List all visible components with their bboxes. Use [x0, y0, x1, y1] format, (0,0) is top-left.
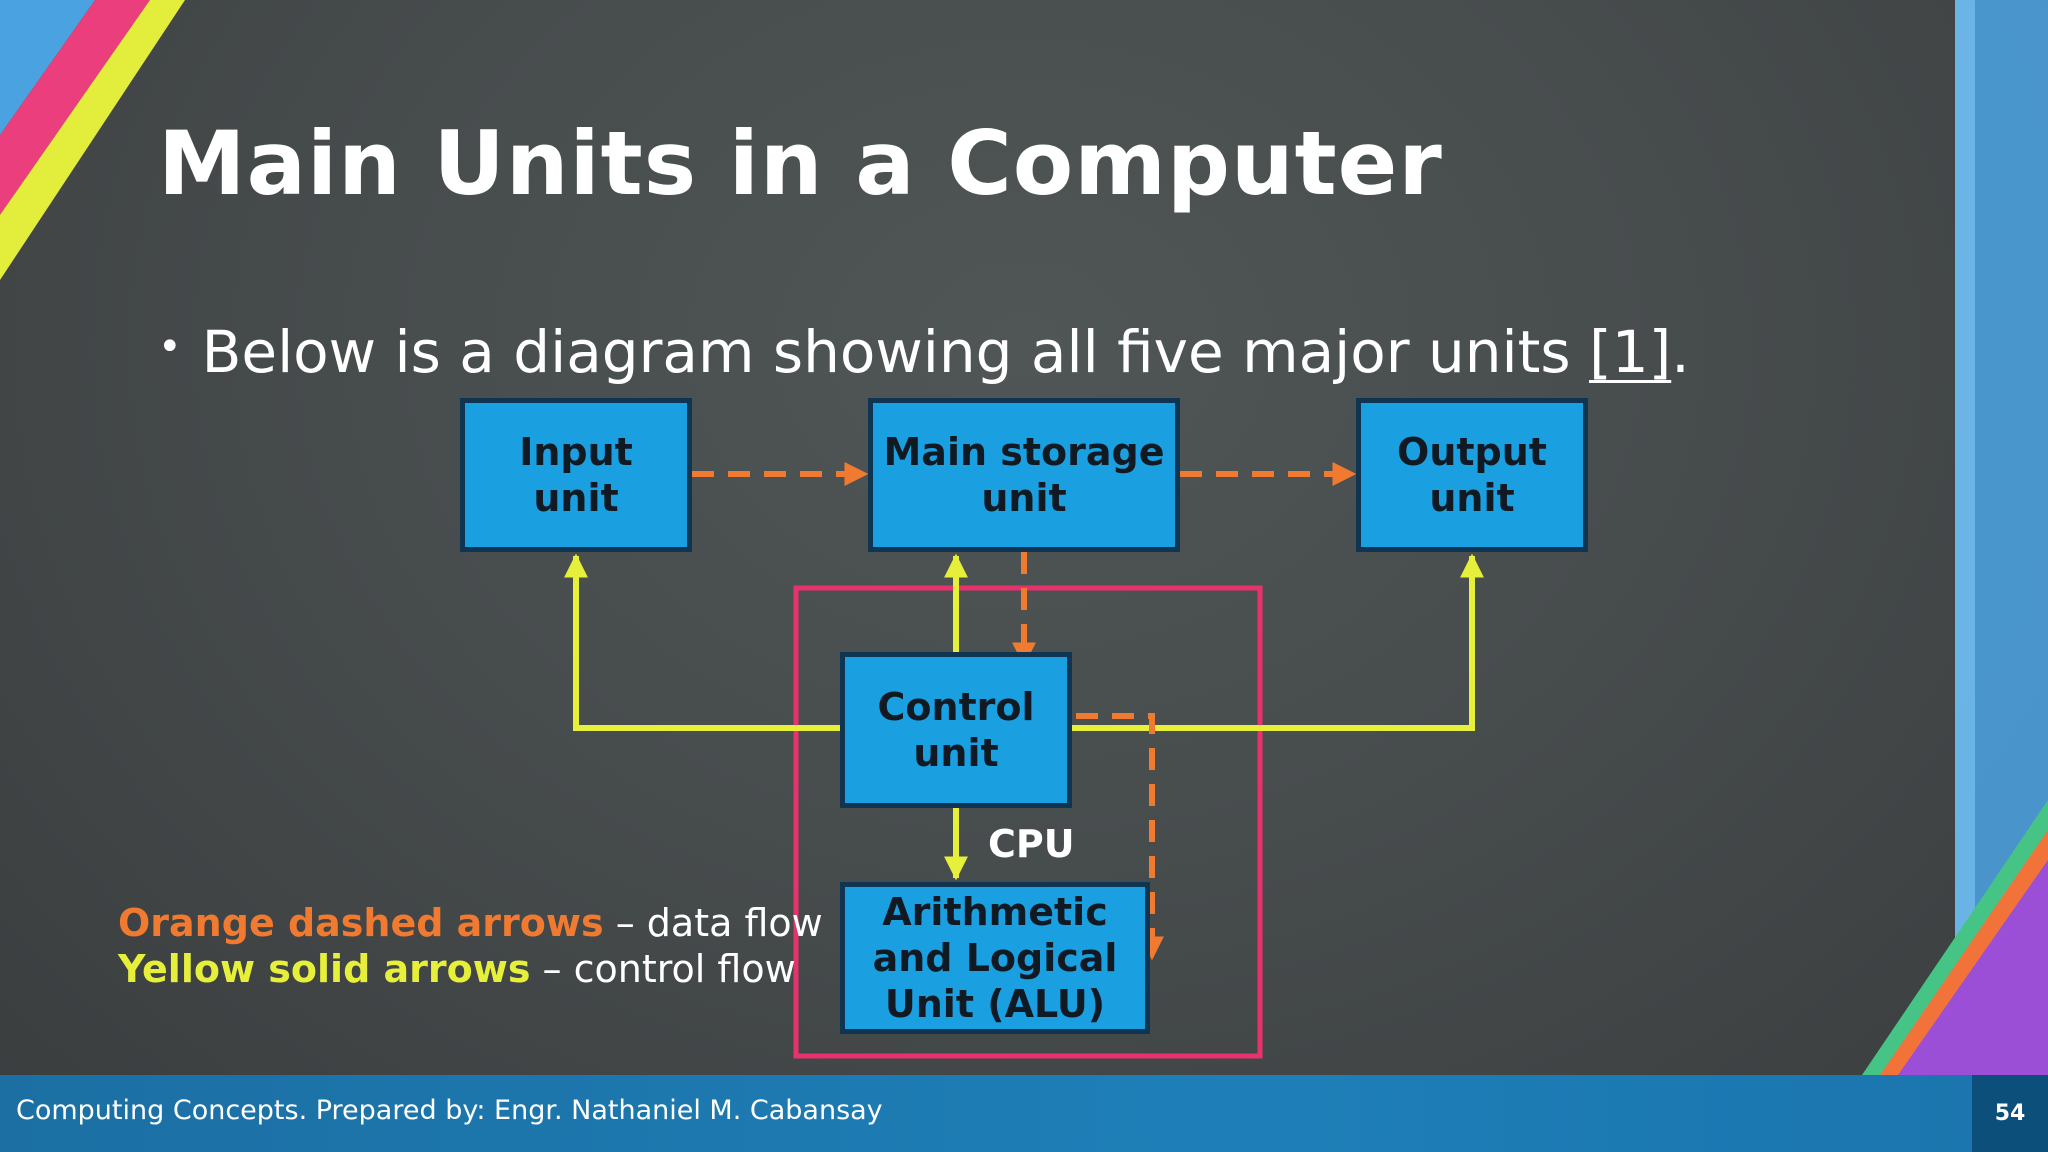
legend-data-flow: Orange dashed arrows – data flow: [118, 900, 823, 946]
control-unit-box: Control unit: [840, 652, 1072, 808]
footer-text: Computing Concepts. Prepared by: Engr. N…: [16, 1095, 883, 1126]
bullet-dot-icon: •: [158, 324, 182, 370]
bullet-point: • Below is a diagram showing all five maj…: [158, 318, 1690, 386]
control-unit-label: Control unit: [877, 685, 1035, 775]
legend: Orange dashed arrows – data flow Yellow …: [118, 900, 823, 992]
cpu-boundary: [793, 585, 1263, 1059]
alu-label: Arithmetic and Logical Unit (ALU): [872, 890, 1118, 1026]
output-unit-box: Output unit: [1356, 398, 1588, 552]
output-unit-label: Output unit: [1397, 430, 1547, 520]
input-unit-label: Input unit: [519, 430, 633, 520]
legend-yellow-key: Yellow solid arrows: [118, 947, 531, 991]
cpu-label: CPU: [988, 822, 1075, 866]
slide-title: Main Units in a Computer: [158, 112, 1443, 215]
reference-link[interactable]: [1]: [1589, 318, 1672, 386]
footer-bar: Computing Concepts. Prepared by: Engr. N…: [0, 1075, 2048, 1152]
main-storage-unit-box: Main storage unit: [868, 398, 1180, 552]
page-number: 54: [1972, 1075, 2048, 1152]
legend-orange-desc: – data flow: [603, 901, 823, 945]
legend-control-flow: Yellow solid arrows – control flow: [118, 946, 823, 992]
alu-box: Arithmetic and Logical Unit (ALU): [840, 882, 1150, 1034]
control-arrow-to-input: [564, 553, 842, 731]
data-arrow-to-alu: [1040, 713, 1164, 961]
legend-yellow-desc: – control flow: [530, 947, 796, 991]
bullet-end: .: [1671, 318, 1690, 386]
legend-orange-key: Orange dashed arrows: [118, 901, 604, 945]
bullet-text: Below is a diagram showing all five majo…: [201, 318, 1590, 386]
main-storage-unit-label: Main storage unit: [883, 430, 1165, 520]
input-unit-box: Input unit: [460, 398, 692, 552]
control-arrow-to-output: [1070, 553, 1484, 731]
